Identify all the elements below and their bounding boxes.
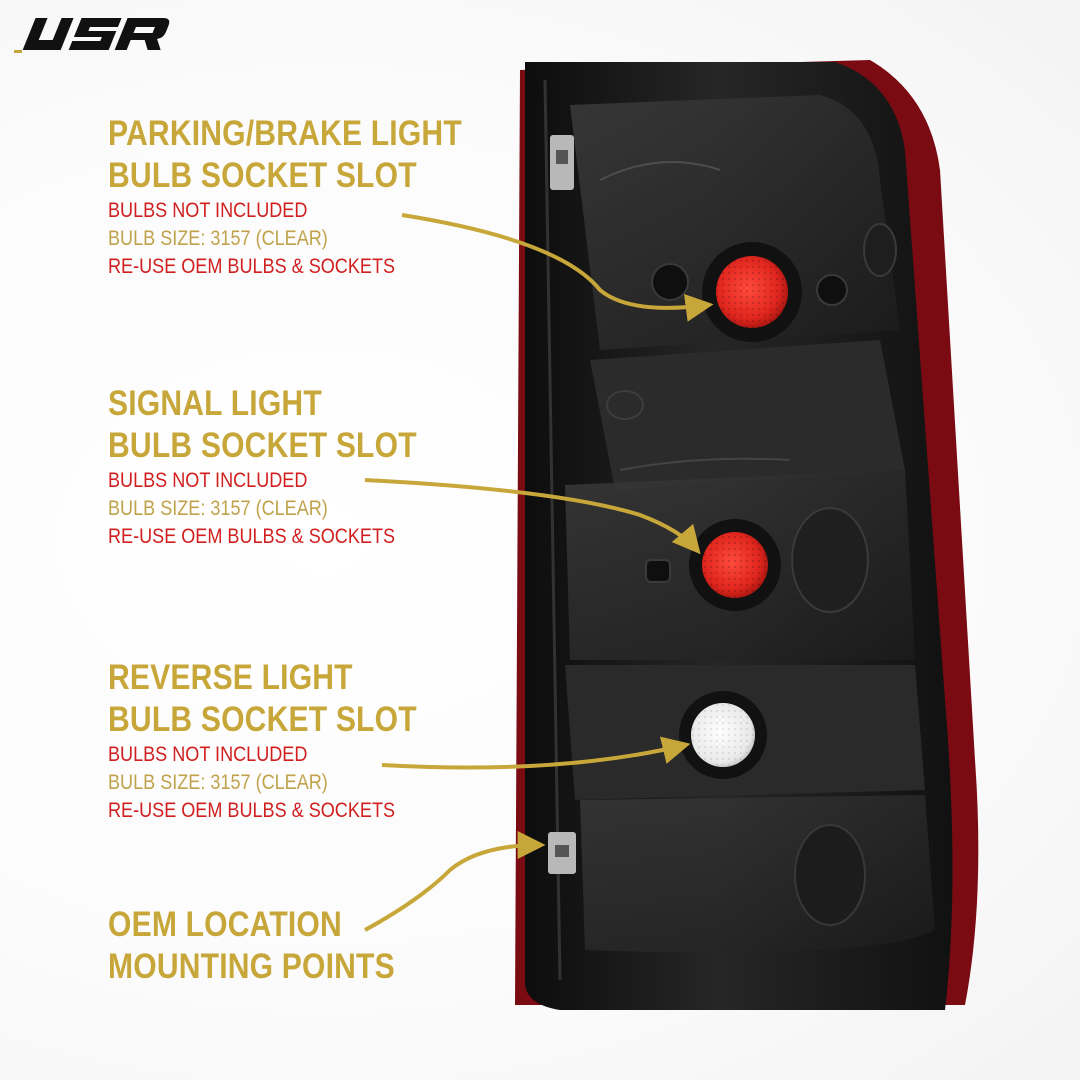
arrow-signal — [364, 478, 701, 555]
callout-oem-mounting: OEM LOCATION MOUNTING POINTS — [108, 904, 442, 988]
usr-logo — [14, 18, 170, 53]
bottom-mounting-clip — [548, 832, 576, 874]
top-mounting-clip — [550, 135, 574, 190]
reverse-note-bulb-size: BULB SIZE: 3157 (CLEAR) — [108, 771, 328, 794]
callout-parking: PARKING/BRAKE LIGHT BULB SOCKET SLOT BUL… — [108, 113, 519, 281]
signal-note-bulb-size: BULB SIZE: 3157 (CLEAR) — [108, 497, 328, 520]
signal-socket — [645, 519, 781, 611]
parking-heading: PARKING/BRAKE LIGHT BULB SOCKET SLOT — [108, 114, 462, 195]
arrow-parking — [401, 213, 714, 322]
callout-signal: SIGNAL LIGHT BULB SOCKET SLOT BULBS NOT … — [108, 383, 467, 551]
signal-heading: SIGNAL LIGHT BULB SOCKET SLOT — [108, 384, 417, 465]
parking-note-not-included: BULBS NOT INCLUDED — [108, 199, 308, 222]
callout-reverse: REVERSE LIGHT BULB SOCKET SLOT BULBS NOT… — [108, 657, 467, 825]
parking-note-bulb-size: BULB SIZE: 3157 (CLEAR) — [108, 227, 328, 250]
reverse-note-reuse: RE-USE OEM BULBS & SOCKETS — [108, 799, 396, 822]
arrow-reverse — [381, 736, 691, 770]
reverse-note-not-included: BULBS NOT INCLUDED — [108, 743, 308, 766]
reverse-heading: REVERSE LIGHT BULB SOCKET SLOT — [108, 658, 417, 739]
parking-note-reuse: RE-USE OEM BULBS & SOCKETS — [108, 255, 396, 278]
reverse-socket — [679, 691, 767, 779]
arrow-oem — [364, 831, 546, 932]
oem-heading: OEM LOCATION MOUNTING POINTS — [108, 905, 395, 986]
signal-note-not-included: BULBS NOT INCLUDED — [108, 469, 308, 492]
parking-socket — [651, 242, 848, 342]
signal-note-reuse: RE-USE OEM BULBS & SOCKETS — [108, 525, 396, 548]
